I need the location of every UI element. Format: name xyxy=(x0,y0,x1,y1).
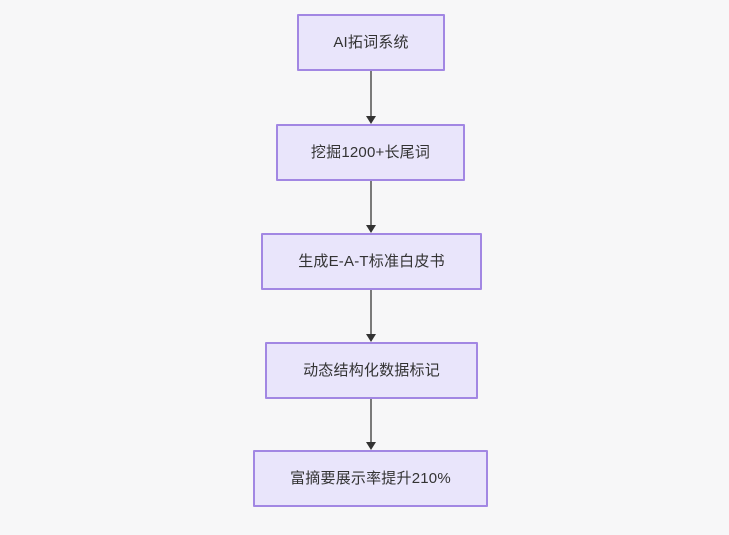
flowchart-edge-n1-n2 xyxy=(366,71,376,124)
arrowhead-icon xyxy=(366,442,376,450)
flowchart-node-n5[interactable]: 富摘要展示率提升210% xyxy=(253,450,488,507)
edge-line xyxy=(370,399,372,442)
arrowhead-icon xyxy=(366,334,376,342)
flowchart-node-label: 动态结构化数据标记 xyxy=(303,361,440,379)
flowchart-node-n2[interactable]: 挖掘1200+长尾词 xyxy=(276,124,465,181)
flowchart-node-label: AI拓词系统 xyxy=(333,33,409,51)
flowchart-edge-n3-n4 xyxy=(366,290,376,342)
flowchart-edge-n4-n5 xyxy=(366,399,376,450)
flowchart-node-label: 挖掘1200+长尾词 xyxy=(310,143,431,161)
flowchart-node-n3[interactable]: 生成E-A-T标准白皮书 xyxy=(261,233,482,290)
flowchart-edge-n2-n3 xyxy=(366,181,376,233)
flowchart-node-n1[interactable]: AI拓词系统 xyxy=(297,14,445,71)
edge-line xyxy=(370,71,372,116)
arrowhead-icon xyxy=(366,116,376,124)
edge-line xyxy=(370,290,372,334)
flowchart-node-label: 生成E-A-T标准白皮书 xyxy=(298,252,445,270)
flowchart-node-label: 富摘要展示率提升210% xyxy=(290,469,451,487)
arrowhead-icon xyxy=(366,225,376,233)
edge-line xyxy=(370,181,372,225)
flowchart-node-n4[interactable]: 动态结构化数据标记 xyxy=(265,342,478,399)
